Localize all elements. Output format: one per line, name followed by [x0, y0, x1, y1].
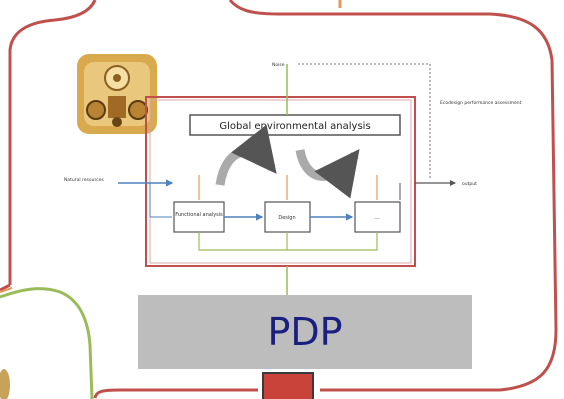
diagram-title: Global environmental analysis	[219, 121, 370, 132]
box-more-label: ...	[374, 214, 380, 221]
box-functional-analysis-label: Functional analysis	[175, 212, 223, 218]
pdp-label: PDP	[267, 310, 342, 354]
noise-label: Noise	[272, 62, 285, 68]
box-design-label: Design	[278, 215, 295, 221]
green-frame	[0, 289, 92, 399]
ecodesign-label: Ecodesign performance assessment	[440, 100, 522, 106]
partial-icon	[0, 369, 10, 399]
outer-frame-bottom	[95, 390, 258, 398]
output-label: output	[462, 181, 477, 187]
natural-resources-label: Natural resources	[64, 177, 104, 183]
connector-stub	[262, 372, 314, 399]
pdp-caption-box: PDP	[138, 295, 472, 369]
outer-frame	[0, 0, 95, 290]
